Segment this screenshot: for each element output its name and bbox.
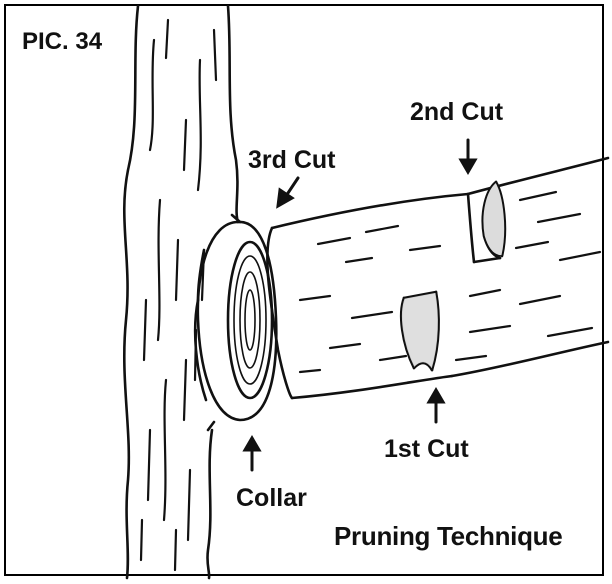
second-cut-left [466, 192, 476, 264]
arrow-down-icon [458, 138, 478, 175]
branch-top-edge [466, 156, 610, 196]
third-cut-face [226, 240, 274, 400]
third-cut-label: 3rd Cut [248, 146, 336, 174]
collar-label: Collar [236, 484, 307, 512]
trunk-right-edge-lower [206, 428, 214, 580]
figure-caption: Pruning Technique [334, 521, 563, 551]
figure-frame [4, 4, 604, 576]
second-cut-label: 2nd Cut [410, 98, 504, 126]
stub-top-edge [270, 192, 470, 230]
arrow-up-icon [242, 435, 262, 472]
first-cut-label: 1st Cut [384, 435, 469, 463]
trunk-right-edge-upper [226, 4, 240, 224]
trunk-left-edge [123, 4, 140, 580]
collar-ring [196, 220, 278, 422]
figure-number: PIC. 34 [22, 28, 103, 55]
arrow-up-icon [426, 387, 446, 424]
branch-bottom-edge [450, 340, 610, 378]
arrow-down-left-icon [276, 176, 300, 209]
stub-bottom-edge [290, 374, 454, 400]
